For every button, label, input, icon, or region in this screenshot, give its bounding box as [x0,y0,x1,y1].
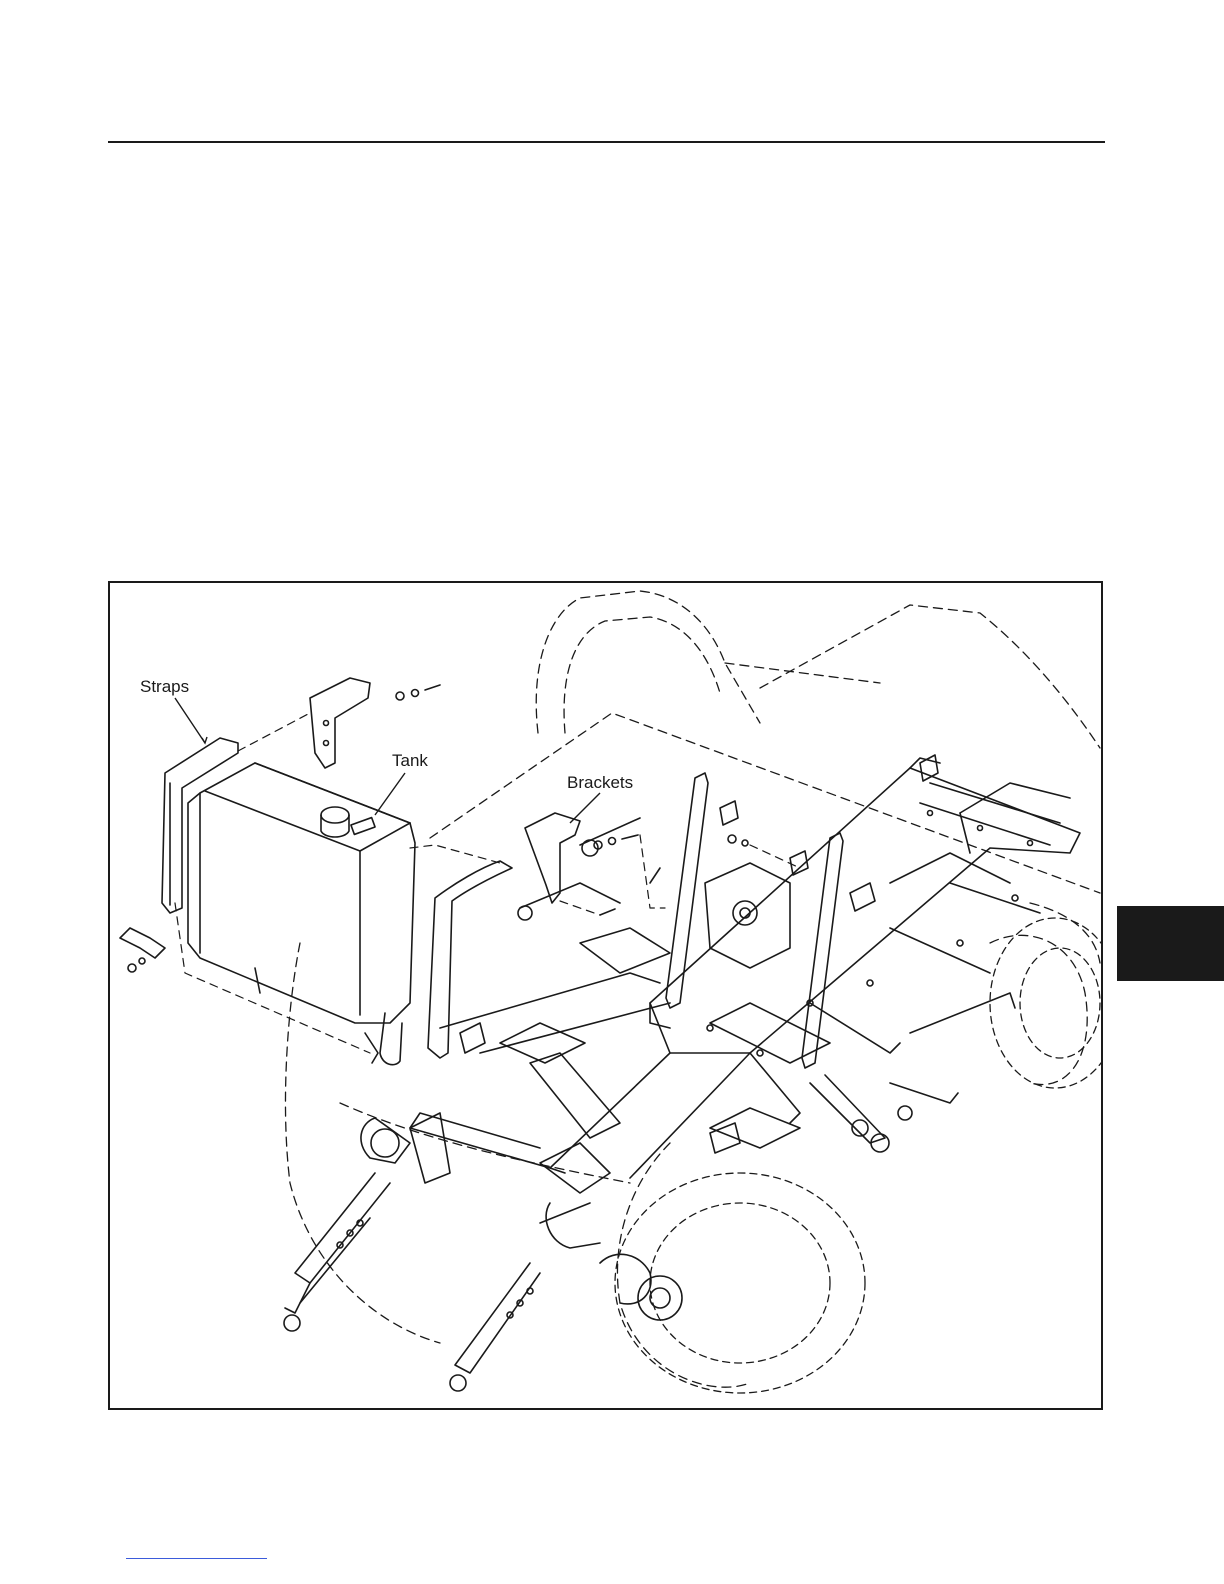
header-rule [108,141,1105,143]
callout-leaders [110,583,1103,1410]
callout-straps: Straps [140,677,189,697]
footer-link-underline[interactable] [126,1558,267,1559]
callout-brackets: Brackets [567,773,633,793]
section-tab-marker [1117,906,1224,981]
exploded-diagram-figure: Straps Tank Brackets [108,581,1103,1410]
callout-tank: Tank [392,751,428,771]
